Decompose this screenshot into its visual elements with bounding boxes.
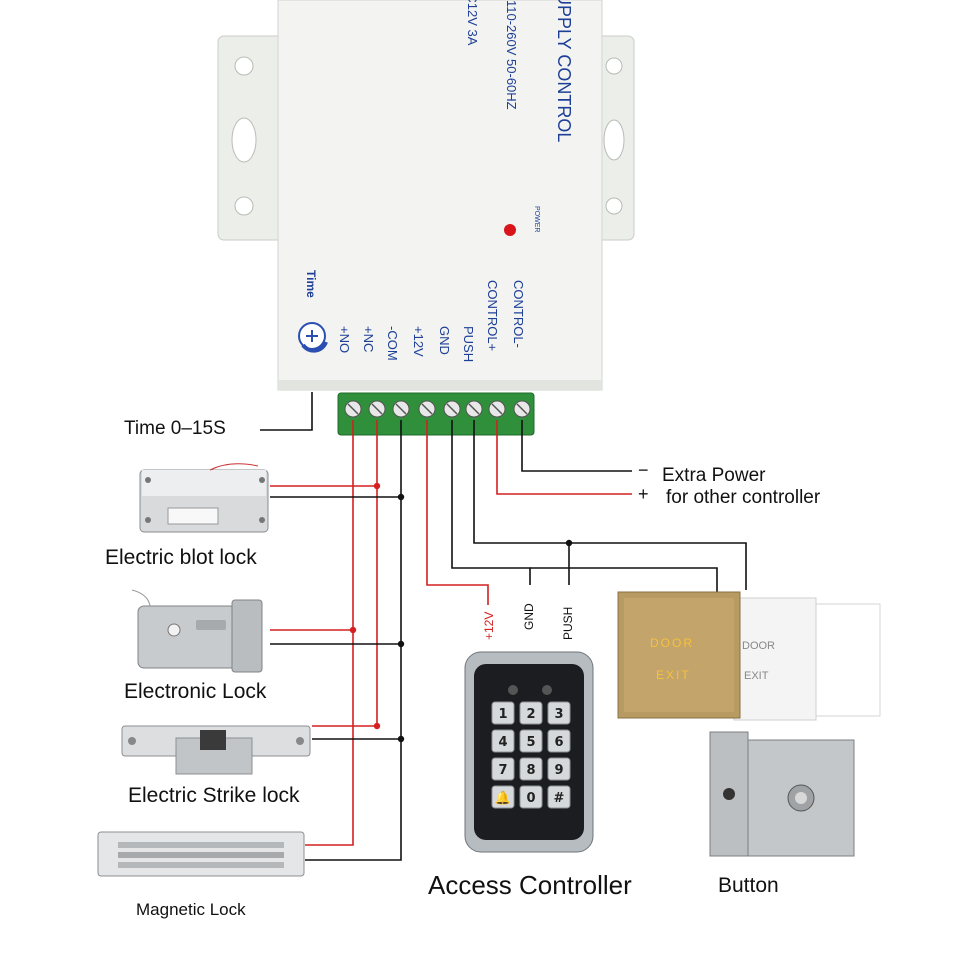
terminal-block — [337, 392, 535, 436]
gold-panel-door-text: DOOR — [650, 636, 694, 650]
gold-panel-exit-text: EXIT — [656, 668, 691, 682]
extra-power-label: Extra Power — [662, 465, 766, 486]
keypad-key-label: 7 — [498, 763, 507, 778]
keypad-key-label: 1 — [498, 707, 507, 722]
exit-button-panels — [617, 591, 881, 721]
electric-bolt-lock-image — [139, 463, 269, 533]
wire-junctions — [349, 482, 573, 743]
mounting-ear-left — [217, 35, 289, 241]
keypad-key-label: # — [554, 791, 565, 806]
keypad-key-label: 5 — [526, 735, 535, 750]
power-led-label: POWER — [533, 206, 540, 233]
terminal-label: -COM — [385, 326, 400, 361]
access-controller-label: Access Controller — [428, 870, 632, 900]
terminal-label: GND — [437, 326, 452, 355]
keypad-wire-label-gnd: GND — [522, 603, 536, 630]
electronic-lock-label: Electronic Lock — [124, 680, 267, 703]
terminal-label: PUSH — [461, 326, 476, 363]
keypad-key — [547, 785, 571, 809]
keypad-key-label: 2 — [526, 707, 535, 722]
white-panel-door-text: DOOR — [742, 640, 775, 652]
keypad-key — [491, 729, 515, 753]
electric-strike-lock-image — [121, 725, 311, 775]
keypad-key — [547, 729, 571, 753]
keypad-wire-label-12v: +12V — [482, 611, 496, 640]
other-controller-label: for other controller — [666, 487, 821, 508]
keypad-key — [491, 785, 515, 809]
keypad-key — [519, 729, 543, 753]
terminal-label: +NC — [361, 326, 376, 353]
psu-title-text: UPPLY CONTROL — [554, 0, 574, 143]
power-led — [504, 224, 516, 236]
keypad-key — [519, 785, 543, 809]
extra-power-minus: − — [638, 460, 649, 480]
terminal-label: CONTROL- — [511, 280, 526, 348]
keypad-wire-label-push: PUSH — [561, 606, 575, 640]
electric-strike-lock-label: Electric Strike lock — [128, 784, 300, 807]
access-controller-keypad: 1 2 3 4 5 6 7 8 9 🔔 0 # — [464, 651, 594, 853]
keypad-key — [547, 757, 571, 781]
keypad-key — [491, 701, 515, 725]
magnetic-lock-image — [97, 831, 305, 877]
keypad-key-label: 4 — [498, 735, 507, 750]
power-supply-case — [277, 0, 603, 391]
keypad-key-label: 9 — [554, 763, 563, 778]
keypad-key-label: 3 — [554, 707, 563, 722]
steel-exit-button — [709, 731, 855, 857]
extra-power-plus: + — [638, 484, 649, 504]
button-label: Button — [718, 874, 779, 897]
terminal-label: CONTROL+ — [485, 280, 500, 352]
time-range-note: Time 0–15S — [124, 418, 226, 439]
keypad-key — [519, 757, 543, 781]
keypad-key-label: 🔔 — [495, 790, 511, 806]
keypad-key — [519, 701, 543, 725]
keypad-key-label: 6 — [554, 735, 563, 750]
psu-spec-line-2: DC12V 3A — [465, 0, 480, 46]
electronic-lock-image — [131, 589, 263, 673]
keypad-key — [491, 757, 515, 781]
keypad-key-label: 0 — [526, 791, 535, 806]
electric-bolt-lock-label: Electric blot lock — [105, 546, 257, 569]
magnetic-lock-label: Magnetic Lock — [136, 900, 246, 919]
keypad-key — [547, 701, 571, 725]
terminal-label: +NO — [337, 326, 352, 354]
time-label: Time — [304, 270, 318, 298]
terminal-label: +12V — [411, 326, 426, 357]
keypad-key-label: 8 — [526, 763, 535, 778]
psu-spec-line-1: 110-260V 50-60HZ — [504, 0, 519, 110]
time-adjust-knob — [298, 322, 328, 353]
white-panel-exit-text: EXIT — [744, 670, 769, 682]
